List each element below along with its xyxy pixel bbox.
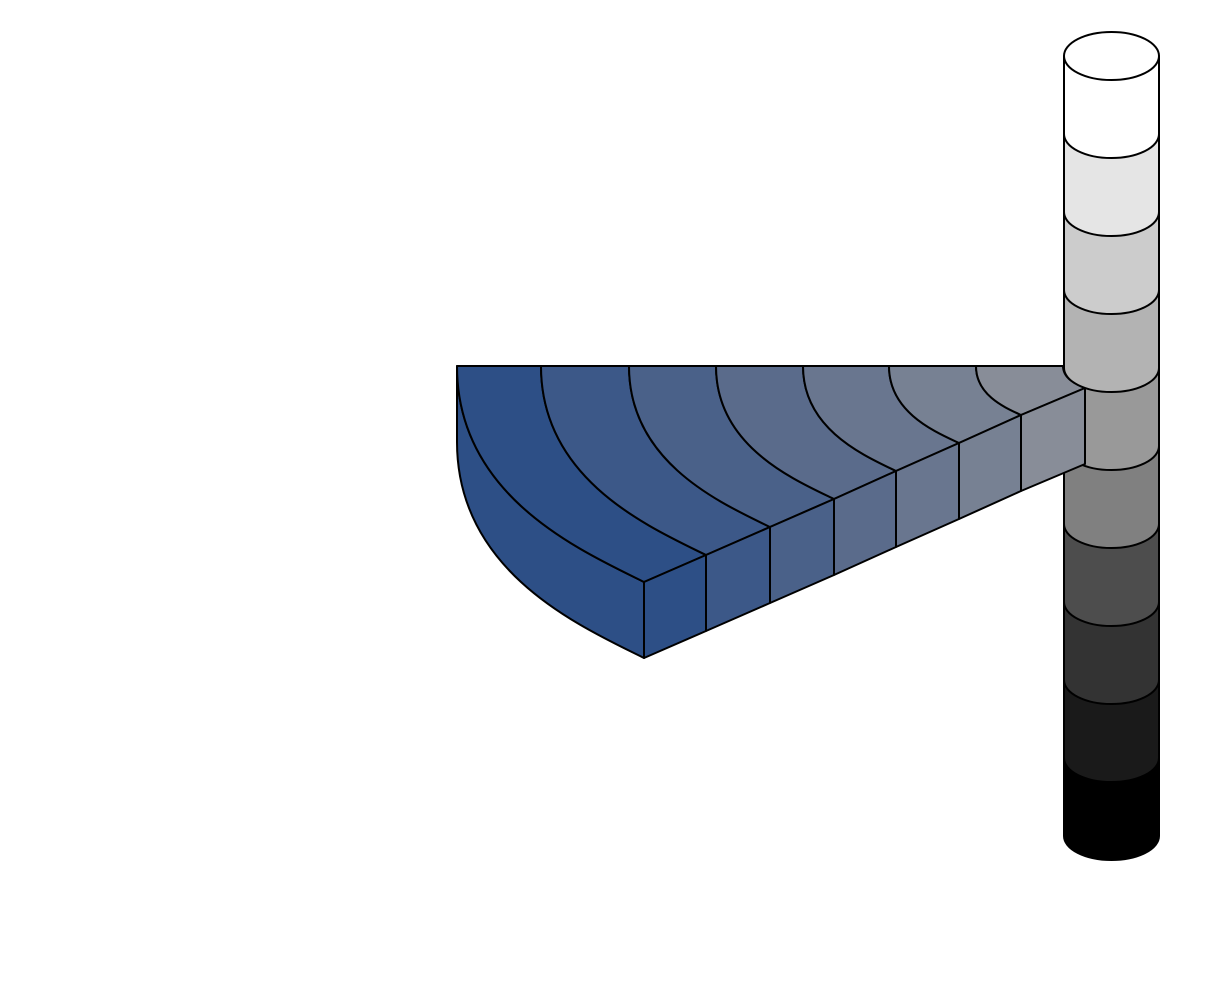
colorbar-segment	[1063, 55, 1160, 159]
colorbar-segment	[1063, 289, 1160, 393]
colorbar-segment	[1063, 445, 1160, 549]
colorbar-upper-segments	[1063, 31, 1160, 393]
colorbar-segment	[1063, 757, 1160, 861]
wedge-ring-front-face	[1020, 387, 1086, 492]
colorbar-segment	[1063, 133, 1160, 237]
colorbar-top-cap	[1063, 31, 1160, 81]
colorbar-segment	[1063, 679, 1160, 783]
colorbar-segment	[1063, 523, 1160, 627]
colorbar-segment	[1063, 211, 1160, 315]
colorbar-segment	[1063, 601, 1160, 705]
colorbar-lower-segments	[1063, 367, 1160, 861]
quarter-cylinder-wedge	[456, 365, 1086, 659]
